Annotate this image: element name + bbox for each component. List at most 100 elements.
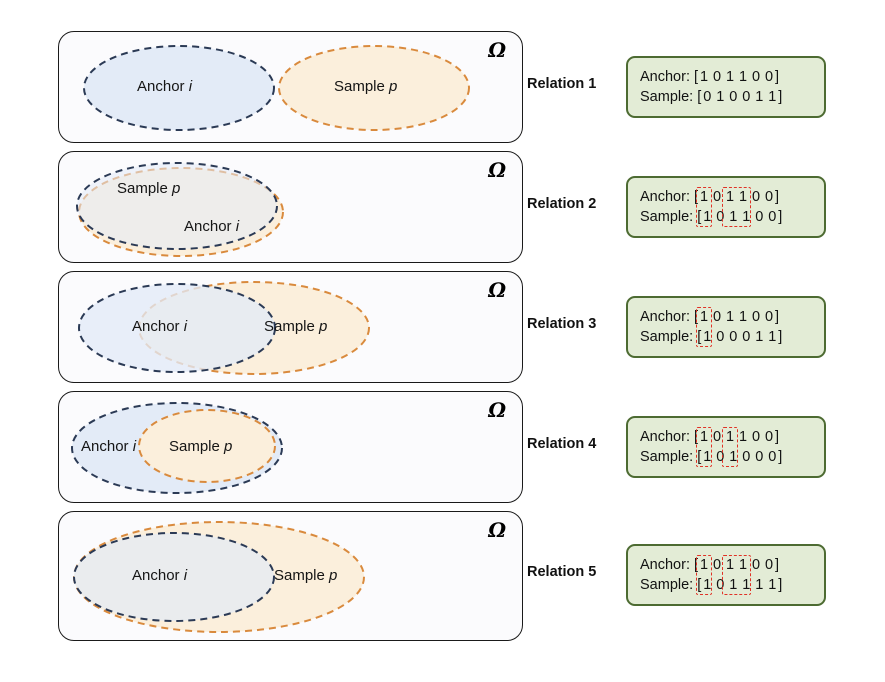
anchor-vector-row-bit-5: 0 — [764, 309, 774, 325]
relation-label-2: Relation 2 — [527, 196, 597, 212]
anchor-vector-row-bit-3: 1 — [738, 309, 748, 325]
sample-vector-row-bit-2: 1 — [729, 577, 738, 593]
sample-ellipse — [278, 45, 470, 131]
anchor-vector-row-open-bracket: [ — [693, 189, 699, 205]
anchor-vector-row-open-bracket: [ — [693, 429, 699, 445]
sample-vector-row-key: Sample: — [640, 449, 694, 465]
anchor-vector-row-bit-3: 1 — [738, 429, 748, 445]
anchor-ellipse — [78, 283, 276, 373]
sample-vector-row-bit-2: 1 — [729, 449, 738, 465]
omega-symbol: Ω — [488, 398, 506, 422]
sample-vector-row-bit-5: 1 — [768, 577, 777, 593]
sample-vector-row-close-bracket: ] — [778, 209, 783, 225]
anchor-vector-row-bit-5: 0 — [764, 69, 774, 85]
anchor-vector-row-bit-4: 0 — [751, 309, 761, 325]
sample-vector-row-key: Sample: — [640, 577, 694, 593]
anchor-vector-row-open-bracket: [ — [693, 69, 699, 85]
sample-vector-row-open-bracket: [ — [697, 209, 702, 225]
sample-vector-row-open-bracket: [ — [697, 329, 702, 345]
anchor-vector-row-bit-4: 0 — [751, 557, 761, 573]
anchor-vector-row-bit-3: 1 — [738, 69, 748, 85]
anchor-vector-row-bit-4: 0 — [751, 429, 761, 445]
sample-vector-row-key: Sample: — [640, 209, 694, 225]
anchor-vector-row-open-bracket: [ — [693, 309, 699, 325]
venn-diagram-5 — [73, 521, 365, 633]
relation-label-4: Relation 4 — [527, 436, 597, 452]
anchor-ellipse — [73, 532, 275, 622]
sample-vector-row-close-bracket: ] — [778, 449, 783, 465]
sample-vector-row-close-bracket: ] — [778, 89, 783, 105]
sample-vector-row-key: Sample: — [640, 329, 694, 345]
anchor-vector-row-open-bracket: [ — [693, 557, 699, 573]
omega-symbol: Ω — [488, 158, 506, 182]
sample-vector-row-bit-4: 0 — [755, 449, 764, 465]
sample-vector-row-bit-3: 1 — [742, 577, 751, 593]
relation-label-3: Relation 3 — [527, 316, 597, 332]
anchor-vector-row-bit-1: 0 — [712, 189, 722, 205]
omega-symbol: Ω — [488, 38, 506, 62]
sample-vector-row-bit-3: 0 — [742, 89, 751, 105]
sample-vector-row-bit-3: 0 — [742, 329, 751, 345]
sample-vector-row-bit-0: 1 — [703, 329, 712, 345]
anchor-vector-row-bit-0: 1 — [699, 309, 709, 325]
sample-vector-row-bit-0: 1 — [703, 449, 712, 465]
sample-vector-row-close-bracket: ] — [778, 329, 783, 345]
anchor-vector-row-key: Anchor: — [640, 557, 690, 573]
sample-vector-row-bit-3: 0 — [742, 449, 751, 465]
anchor-vector-row-key: Anchor: — [640, 429, 690, 445]
sample-vector-row-bit-1: 0 — [716, 209, 725, 225]
anchor-vector-row-key: Anchor: — [640, 309, 690, 325]
venn-diagram-4 — [71, 402, 283, 494]
anchor-vector-row-bit-0: 1 — [699, 429, 709, 445]
anchor-vector-row-bit-2: 1 — [725, 189, 735, 205]
sample-vector-row-open-bracket: [ — [697, 449, 702, 465]
anchor-vector-row-close-bracket: ] — [775, 309, 780, 325]
anchor-vector-row-bit-0: 1 — [699, 189, 709, 205]
anchor-vector-row-bit-4: 0 — [751, 69, 761, 85]
sample-vector-row-close-bracket: ] — [778, 577, 783, 593]
omega-symbol: Ω — [488, 278, 506, 302]
anchor-vector-row-close-bracket: ] — [775, 69, 780, 85]
anchor-vector-row-bit-2: 1 — [725, 69, 735, 85]
sample-vector-row-open-bracket: [ — [697, 577, 702, 593]
anchor-vector-row-bit-2: 1 — [725, 429, 735, 445]
sample-vector-row-bit-0: 1 — [703, 209, 712, 225]
sample-vector-row-bit-4: 1 — [755, 329, 764, 345]
sample-vector-row-bit-0: 0 — [703, 89, 712, 105]
anchor-vector-row-close-bracket: ] — [775, 429, 780, 445]
sample-vector-row-bit-2: 1 — [729, 209, 738, 225]
anchor-vector-row-bit-0: 1 — [699, 69, 709, 85]
venn-diagram-1 — [83, 45, 470, 131]
sample-vector-row-bit-2: 0 — [729, 89, 738, 105]
